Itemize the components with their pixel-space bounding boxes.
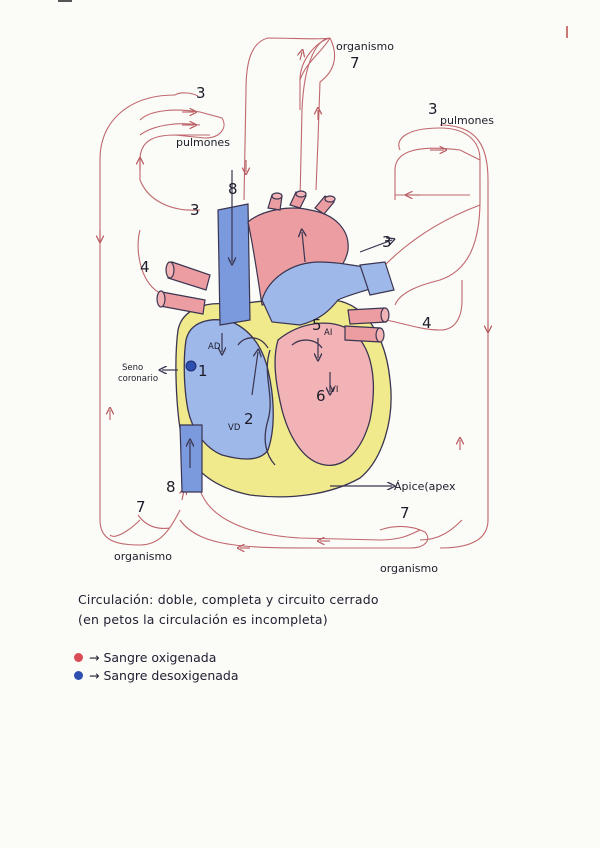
inferior-vena-cava	[180, 425, 202, 492]
deoxygenated-dot-icon	[74, 671, 83, 680]
label-1: 1	[198, 362, 208, 380]
label-4-right: 4	[422, 314, 432, 332]
label-ai: AI	[324, 328, 332, 338]
label-pulmones-left: pulmones	[176, 136, 230, 149]
label-organismo-right: organismo	[380, 562, 438, 575]
label-seno-2: coronario	[118, 374, 158, 384]
legend-deoxygenated: → Sangre desoxigenada	[74, 668, 239, 683]
label-3-right-top: 3	[428, 100, 438, 118]
pulmonary-vein-right-2	[345, 326, 380, 342]
caption-line-2: (en petos la circulación es incompleta)	[78, 612, 328, 627]
label-7-left: 7	[136, 498, 146, 516]
label-apice: Ápice(apex	[394, 480, 456, 493]
label-organismo-top: organismo	[336, 40, 394, 53]
label-3-left-top: 3	[196, 84, 206, 102]
caption-line-1: Circulación: doble, completa y circuito …	[78, 592, 379, 607]
oxygenated-dot-icon	[74, 653, 83, 662]
label-3-left-mid: 3	[190, 201, 200, 219]
label-seno-1: Seno	[122, 363, 143, 373]
superior-vena-cava	[218, 204, 250, 325]
label-ad: AD	[208, 342, 221, 352]
legend-deoxygenated-label: → Sangre desoxigenada	[89, 668, 239, 683]
label-8-bottom: 8	[166, 478, 176, 496]
legend-oxygenated-label: → Sangre oxigenada	[89, 650, 216, 665]
left-outer-loop	[100, 95, 175, 545]
seno-coronario-dot	[186, 361, 196, 371]
pulmonary-vein-right-1	[348, 308, 386, 324]
bottom-systemic-loop	[200, 490, 420, 540]
label-3-right-mid: 3	[382, 233, 392, 251]
label-vd: VD	[228, 423, 241, 433]
label-7-right: 7	[400, 504, 410, 522]
label-organismo-left: organismo	[114, 550, 172, 563]
label-8-top: 8	[228, 180, 238, 198]
label-vi: VI	[330, 385, 338, 395]
label-6: 6	[316, 387, 326, 405]
pulmonary-vein-left-2	[160, 292, 205, 314]
label-2: 2	[244, 410, 254, 428]
legend-oxygenated: → Sangre oxigenada	[74, 650, 216, 665]
pulmonary-vein-left-1	[168, 262, 210, 290]
label-4-left: 4	[140, 258, 150, 276]
label-pulmones-right: pulmones	[440, 114, 494, 127]
label-7-top: 7	[350, 54, 360, 72]
systemic-loop-top	[244, 38, 330, 228]
label-5: 5	[312, 316, 322, 334]
